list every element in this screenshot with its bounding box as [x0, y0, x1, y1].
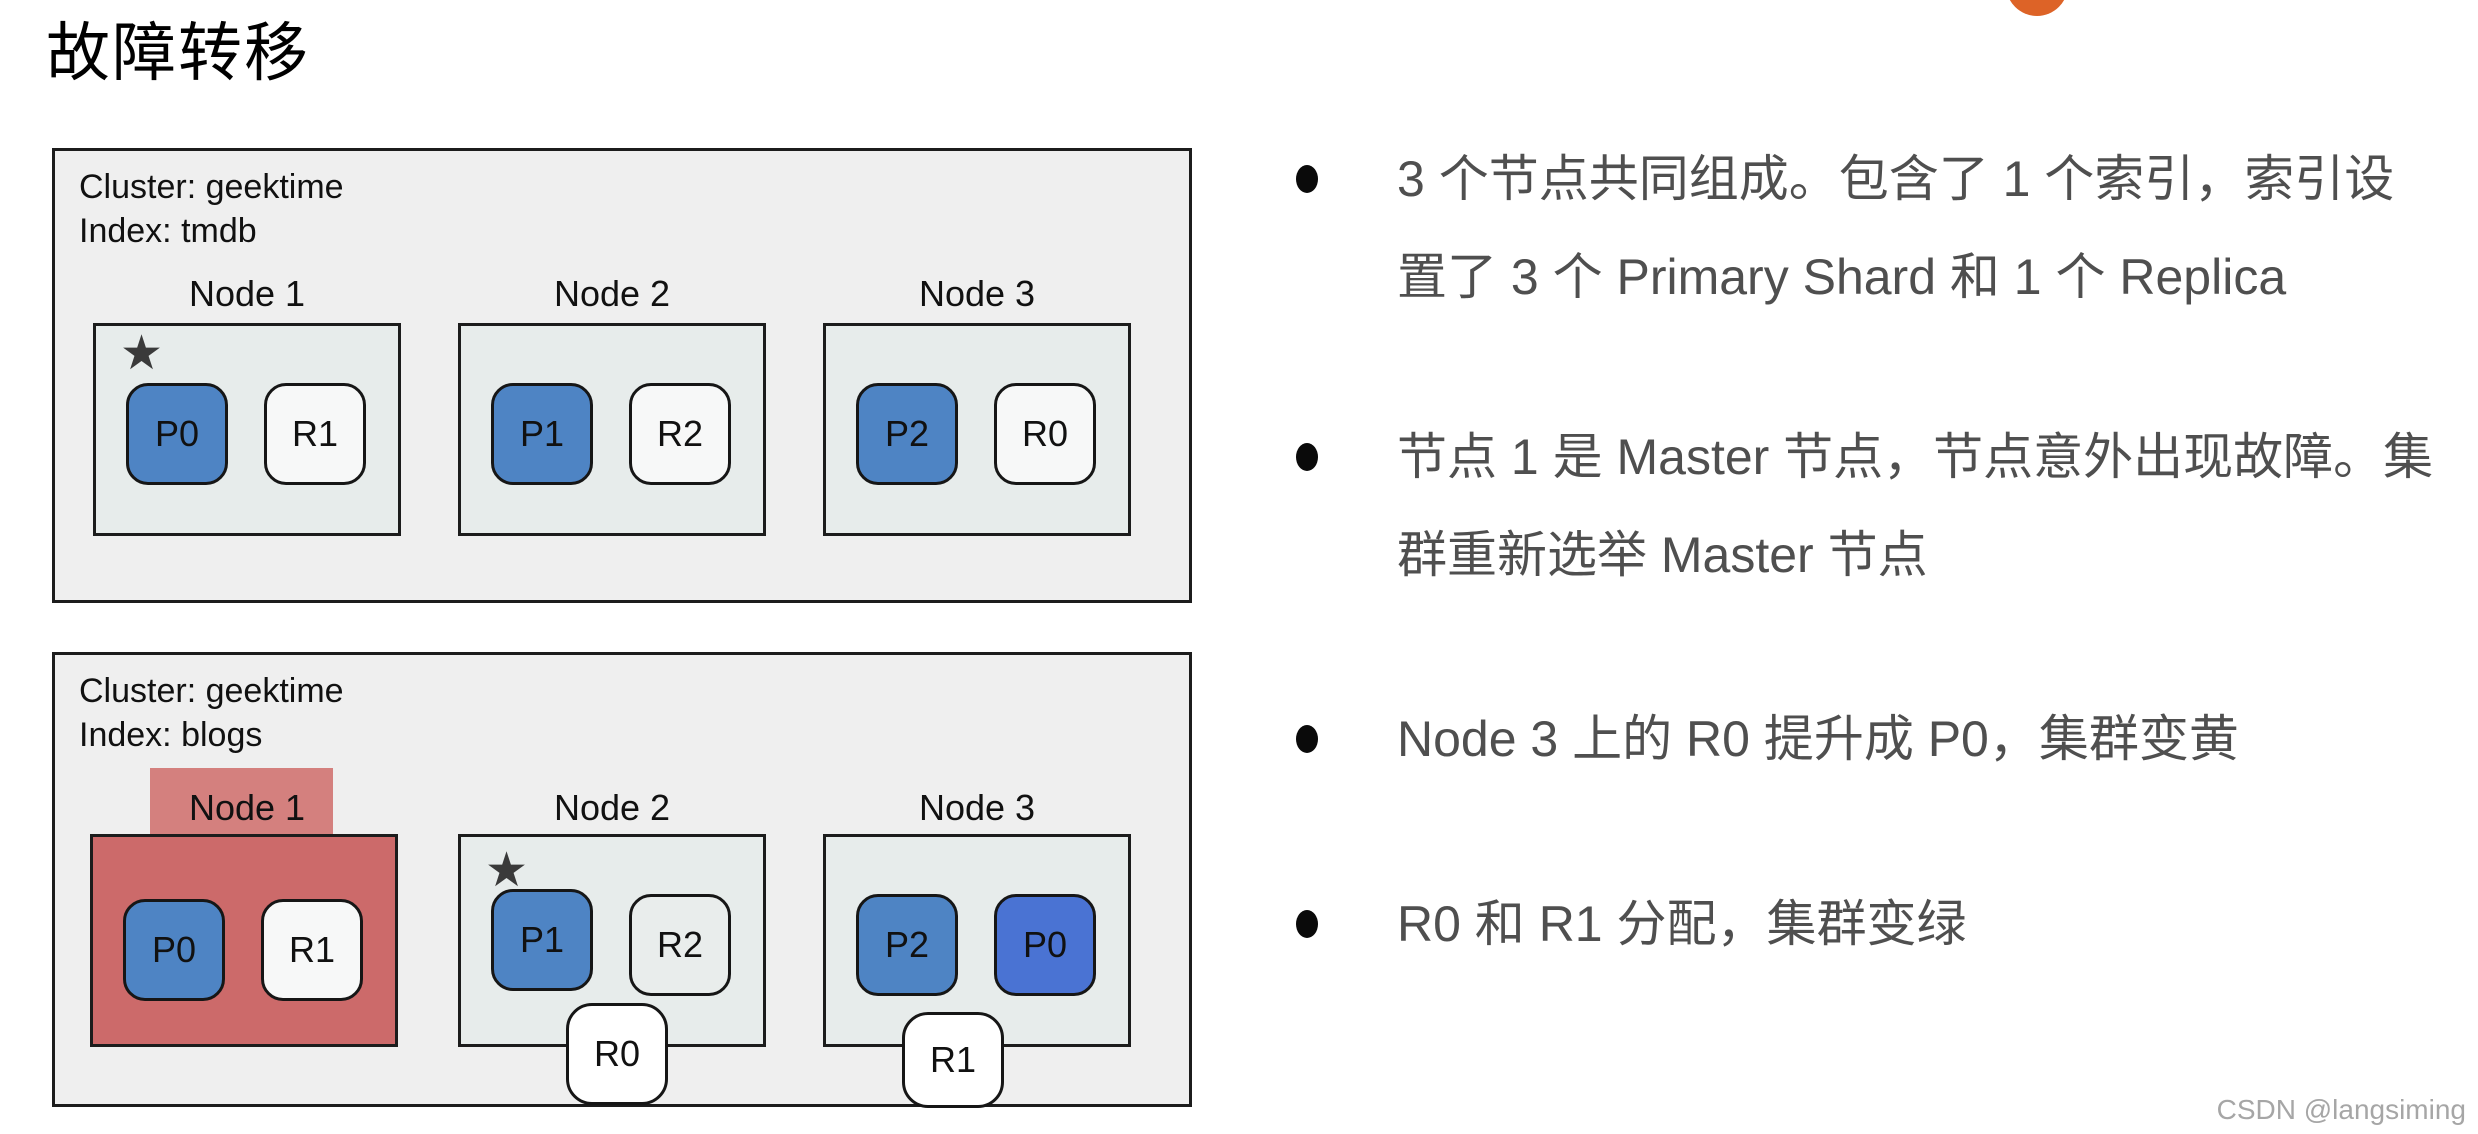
list-item: 3 个节点共同组成。包含了 1 个索引，索引设 置了 3 个 Primary S… [1296, 130, 2478, 326]
node-label-3: Node 3 [918, 787, 1036, 828]
page-title: 故障转移 [46, 17, 310, 89]
bullet-dot-icon [1296, 910, 1318, 938]
bullet-text: R0 和 R1 分配，集群变绿 [1397, 875, 1967, 973]
cluster-name: Cluster: geektime [79, 672, 344, 710]
node-label-1: Node 1 [188, 787, 306, 828]
cluster-panel-blogs: Cluster: geektime Index: blogs Node 1 P0… [52, 652, 1192, 1108]
shard-r0: R0 [994, 383, 1096, 485]
node-box-1: ★ P0 R1 [93, 323, 401, 536]
node-box-2: P1 R2 [458, 323, 766, 536]
bullet-text: 节点 1 是 Master 节点，节点意外出现故障。集 群重新选举 Master… [1397, 408, 2433, 604]
bullet-line: 置了 3 个 Primary Shard 和 1 个 Replica [1397, 249, 2287, 305]
node-label-1: Node 1 [188, 273, 306, 314]
cluster-meta: Cluster: geektime Index: tmdb [79, 165, 344, 253]
master-star-icon: ★ [120, 327, 164, 380]
index-name: Index: blogs [79, 716, 263, 754]
watermark: CSDN @langsiming [2216, 1094, 2466, 1125]
bullet-line: 群重新选举 Master 节点 [1397, 527, 1928, 583]
index-name: Index: tmdb [79, 212, 257, 250]
list-item: R0 和 R1 分配，集群变绿 [1296, 875, 2478, 973]
failed-node-tab [150, 768, 333, 838]
shard-p1: P1 [491, 889, 593, 991]
cluster-panel-tmdb: Cluster: geektime Index: tmdb Node 1 ★ P… [52, 148, 1192, 603]
shard-p0: P0 [123, 899, 225, 1001]
node-box-1-failed: P0 R1 [90, 834, 398, 1047]
node-box-2: ★ P1 R2 [458, 834, 766, 1047]
bullet-text: Node 3 上的 R0 提升成 P0，集群变黄 [1397, 690, 2239, 788]
node-box-3: P2 R0 [823, 323, 1131, 536]
shard-p1: P1 [491, 383, 593, 485]
shard-r2: R2 [629, 894, 731, 996]
bullet-line: 节点 1 是 Master 节点，节点意外出现故障。集 [1397, 429, 2434, 485]
master-star-icon: ★ [485, 844, 529, 897]
shard-p2: P2 [856, 383, 958, 485]
bullet-line: R0 和 R1 分配，集群变绿 [1397, 896, 1967, 952]
cluster-meta: Cluster: geektime Index: blogs [79, 669, 344, 757]
shard-p2: P2 [856, 894, 958, 996]
shard-r1: R1 [264, 383, 366, 485]
list-item: 节点 1 是 Master 节点，节点意外出现故障。集 群重新选举 Master… [1296, 408, 2478, 604]
shard-p0-promoted: P0 [994, 894, 1096, 996]
bullet-dot-icon [1296, 165, 1318, 193]
bullet-line: Node 3 上的 R0 提升成 P0，集群变黄 [1397, 711, 2239, 767]
shard-r2: R2 [629, 383, 731, 485]
shard-r0-unassigned: R0 [566, 1003, 668, 1105]
node-label-3: Node 3 [918, 273, 1036, 314]
notes-list: 3 个节点共同组成。包含了 1 个索引，索引设 置了 3 个 Primary S… [1296, 130, 2478, 973]
bullet-dot-icon [1296, 443, 1318, 471]
node-label-2: Node 2 [553, 787, 671, 828]
shard-r1: R1 [261, 899, 363, 1001]
list-item: Node 3 上的 R0 提升成 P0，集群变黄 [1296, 690, 2478, 788]
bullet-dot-icon [1296, 725, 1318, 753]
orange-dot-decoration [2006, 0, 2068, 16]
bullet-line: 3 个节点共同组成。包含了 1 个索引，索引设 [1397, 151, 2395, 207]
shard-r1-unassigned: R1 [902, 1012, 1004, 1108]
cluster-name: Cluster: geektime [79, 168, 344, 206]
shard-p0: P0 [126, 383, 228, 485]
node-label-2: Node 2 [553, 273, 671, 314]
bullet-text: 3 个节点共同组成。包含了 1 个索引，索引设 置了 3 个 Primary S… [1397, 130, 2394, 326]
